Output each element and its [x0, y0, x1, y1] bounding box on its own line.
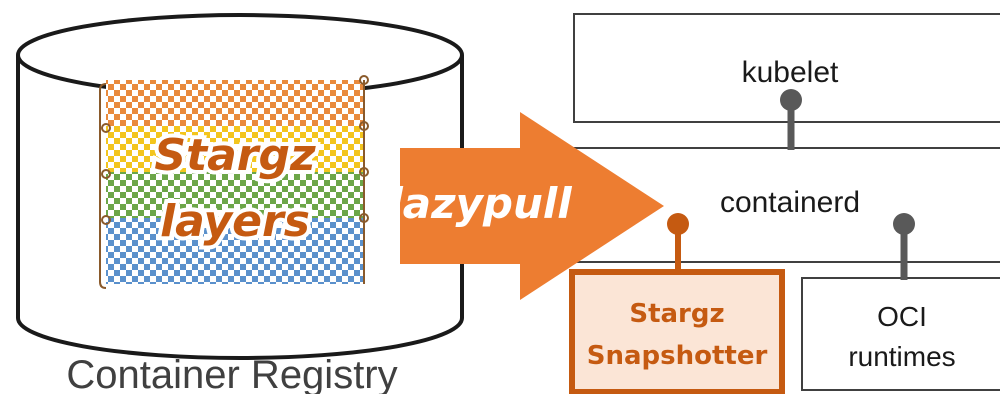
scroll-curl — [359, 213, 369, 223]
scroll-curl — [359, 167, 369, 177]
scroll-curl — [359, 75, 369, 85]
scroll-left-edge — [99, 83, 107, 289]
kubelet-containerd-connector — [780, 89, 802, 150]
layer-yellow — [106, 126, 364, 174]
containerd-label: containerd — [720, 186, 860, 219]
snapshotter-box — [569, 269, 785, 394]
layer-orange — [106, 80, 364, 128]
arrow-shape — [400, 112, 664, 300]
layer-blue — [106, 218, 364, 284]
snapshotter-label-line1: Stargz — [629, 299, 724, 329]
scroll-curl — [101, 215, 111, 225]
layer-green — [106, 172, 364, 220]
stargz-layers: Stargz layers — [99, 75, 369, 289]
lazypull-arrow: lazypull — [388, 112, 664, 300]
oci-label-line1: OCI — [877, 301, 927, 332]
layers-title-line1: Stargz — [154, 130, 316, 181]
snapshotter-label-line2: Snapshotter — [587, 341, 768, 371]
containerd-snapshotter-connector — [667, 213, 689, 272]
scroll-curl — [359, 121, 369, 131]
registry-caption: Container Registry — [66, 353, 397, 394]
scroll-curl — [101, 169, 111, 179]
arrow-label: lazypull — [388, 179, 572, 228]
containerd-oci-connector — [893, 213, 915, 280]
kubelet-label: kubelet — [742, 56, 839, 89]
runtime-stack: kubelet containerd — [573, 13, 1000, 263]
oci-runtimes-box — [801, 277, 1000, 391]
layers-title-line2: layers — [160, 196, 310, 247]
oci-label-line2: runtimes — [848, 341, 955, 372]
scroll-curl — [101, 123, 111, 133]
